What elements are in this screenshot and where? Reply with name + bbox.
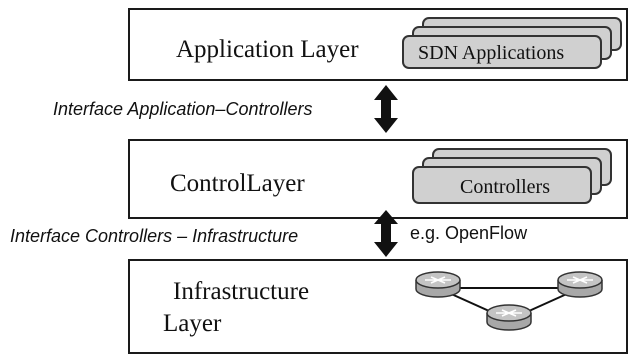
sdn-applications-card-front — [402, 35, 602, 69]
control-layer-title: ControlLayer — [170, 170, 305, 197]
router-icon — [415, 271, 461, 298]
infrastructure-layer-title-line2: Layer — [163, 310, 222, 337]
infrastructure-layer-box — [128, 259, 628, 354]
interface-controllers-infrastructure-label: Interface Controllers – Infrastructure — [10, 226, 299, 246]
application-layer-title: Application Layer — [176, 36, 359, 63]
infrastructure-layer-title-line1: Infrastructure — [173, 278, 310, 305]
controllers-label: Controllers — [460, 176, 550, 198]
openflow-note: e.g. OpenFlow — [410, 223, 528, 243]
sdn-applications-label: SDN Applications — [418, 42, 565, 64]
router-icon — [557, 271, 603, 298]
diagram-graphics — [374, 85, 603, 331]
controllers-card-front — [412, 166, 592, 204]
double-arrow-icon — [374, 210, 398, 257]
interface-application-controllers-label: Interface Application–Controllers — [53, 99, 313, 119]
double-arrow-icon — [374, 85, 398, 133]
router-icon — [486, 304, 532, 331]
